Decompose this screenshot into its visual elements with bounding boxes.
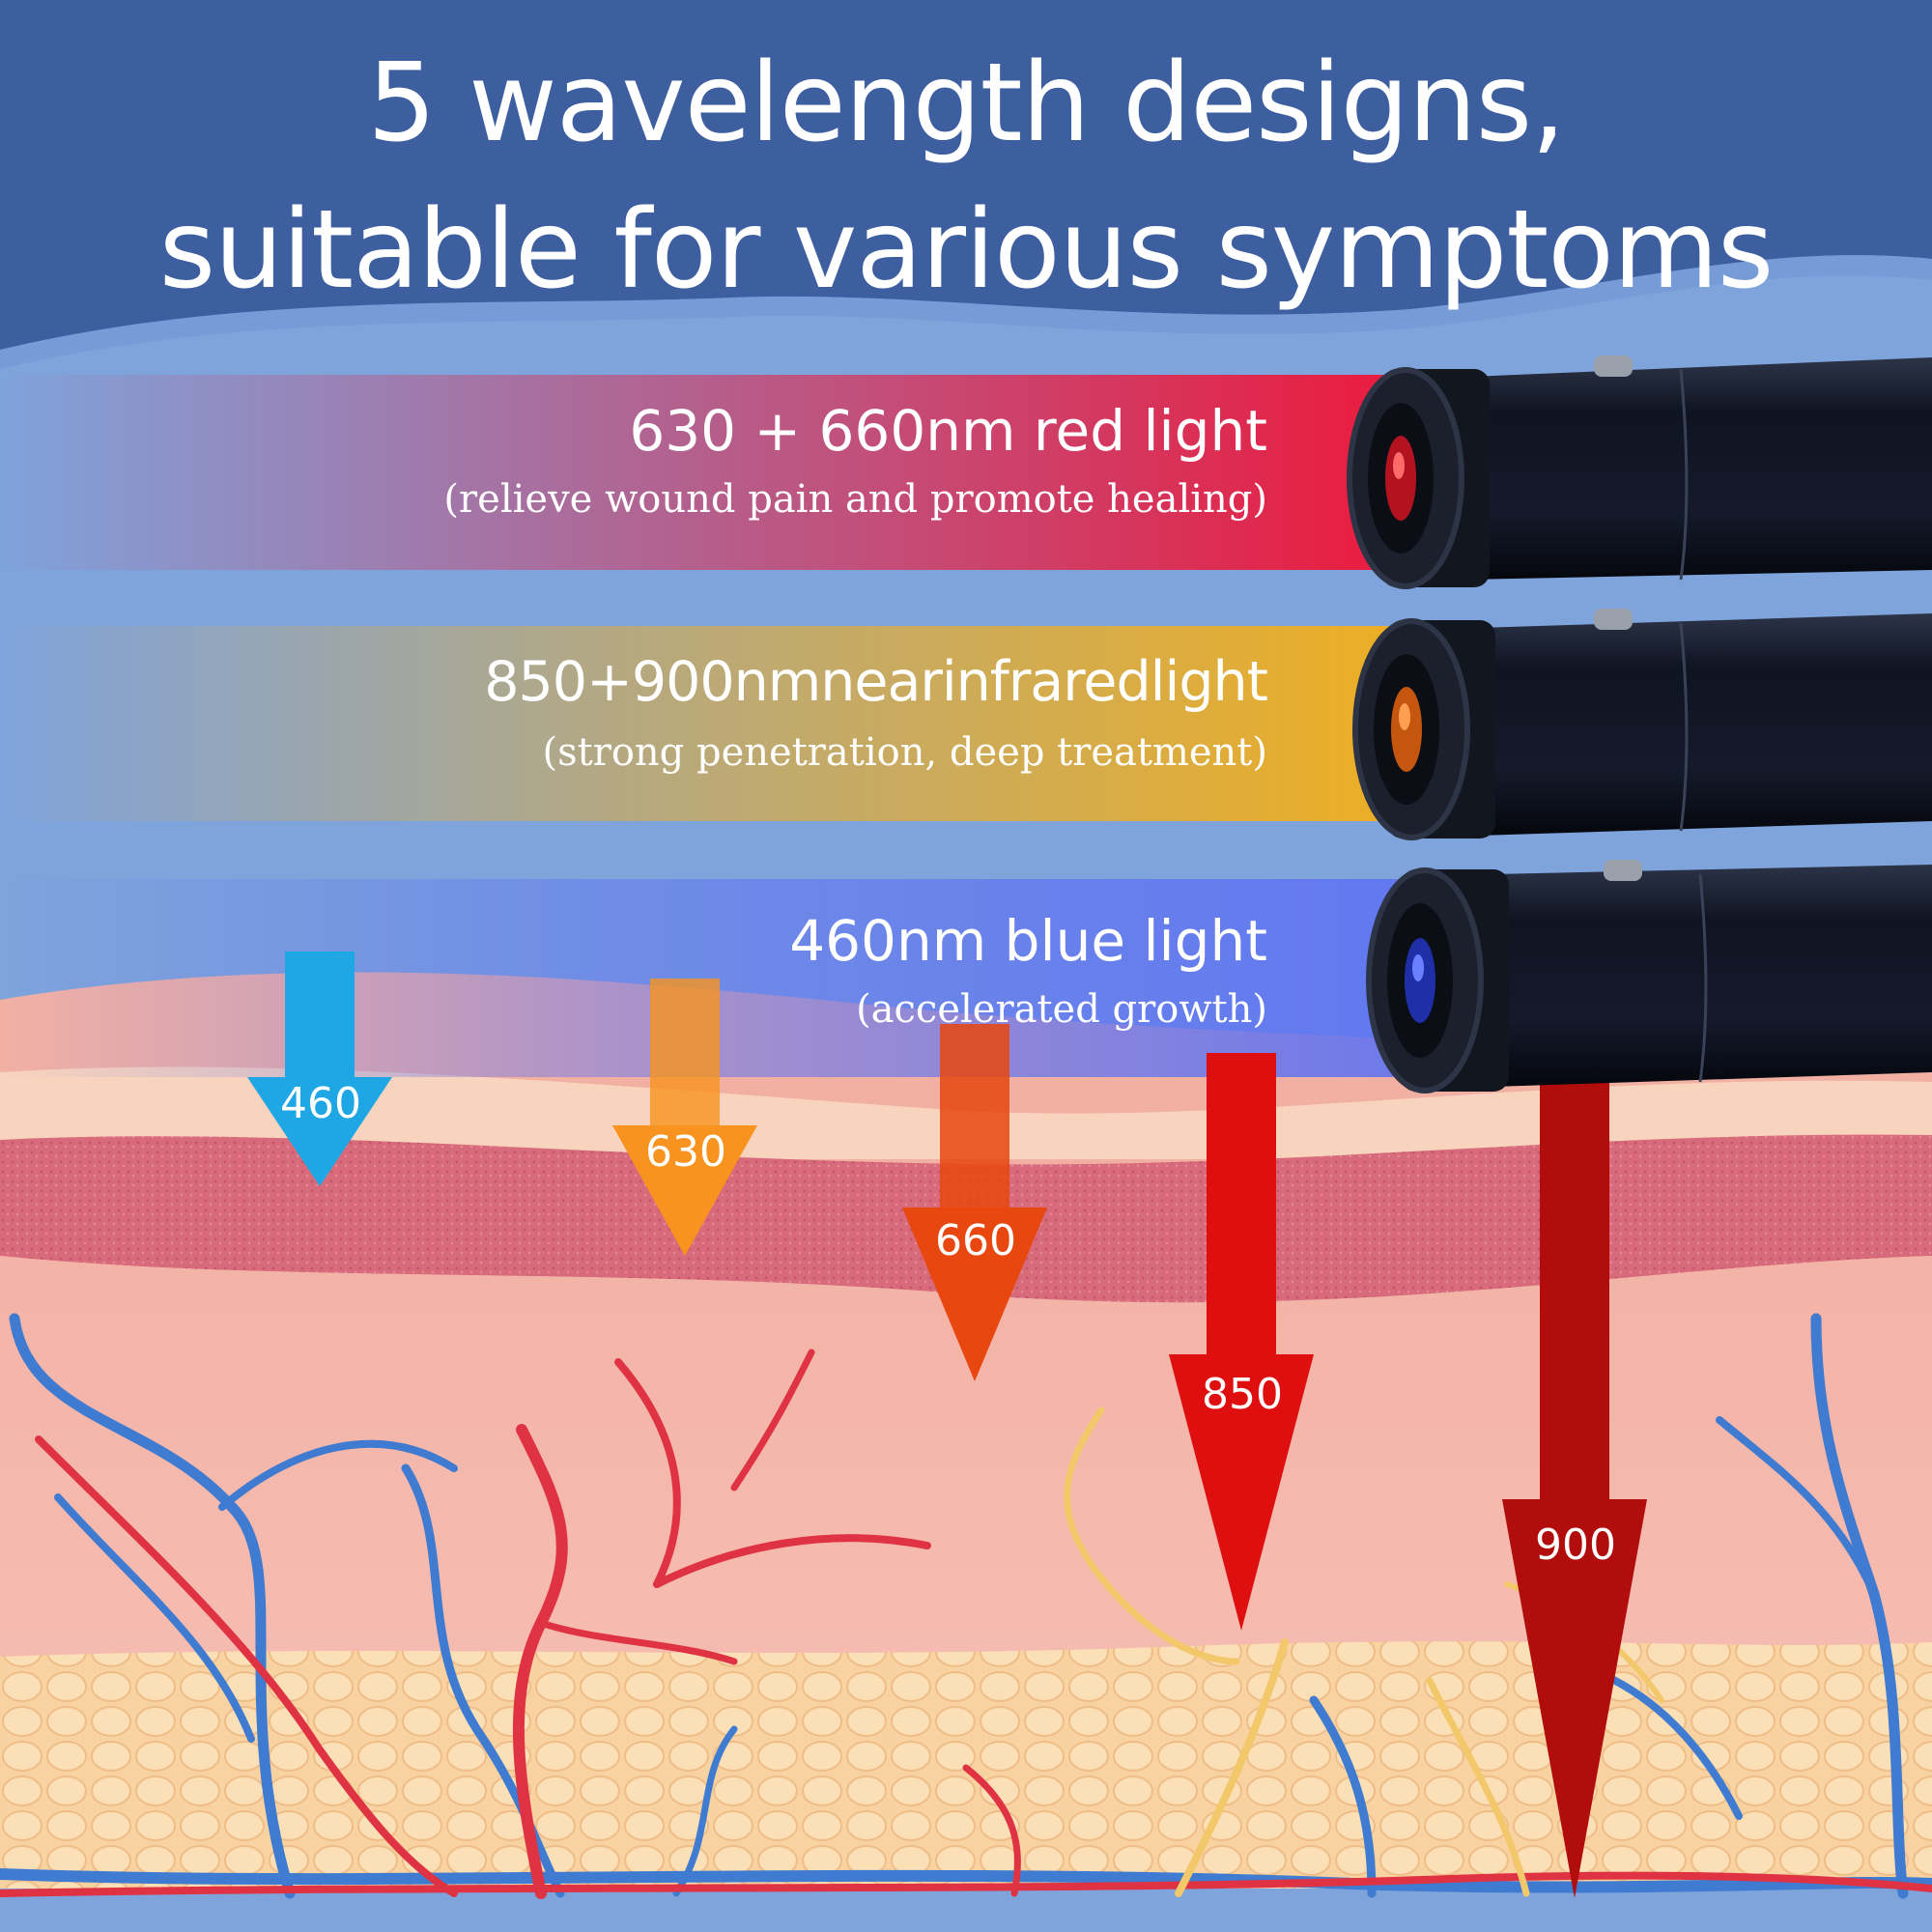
band-red-name: 630 + 660nm red light — [629, 398, 1267, 464]
arteries — [0, 1349, 1932, 1899]
device-red-light — [1347, 355, 1932, 589]
arrow-label-460: 460 — [280, 1079, 361, 1128]
device-nir-light — [1352, 609, 1932, 840]
arrow-660 — [902, 1024, 1047, 1381]
band-red — [0, 375, 1391, 570]
headline-line-2: suitable for various symptoms — [158, 187, 1775, 313]
band-nir-name: 850+900nmnearinfraredlight — [484, 650, 1268, 714]
skin-bottom-band — [0, 1889, 1932, 1932]
arrow-label-900: 900 — [1535, 1520, 1616, 1570]
header-wave-highlight — [0, 255, 1932, 369]
veins — [0, 1313, 1932, 1899]
arrow-900 — [1502, 1082, 1647, 1898]
band-nir — [0, 626, 1391, 821]
band-red-description: (relieve wound pain and promote healing) — [443, 477, 1267, 522]
arrow-label-660: 660 — [935, 1216, 1016, 1265]
arrow-630 — [612, 979, 757, 1256]
headline-line-1: 5 wavelength designs, — [367, 41, 1565, 166]
arrow-label-630: 630 — [645, 1127, 726, 1177]
arrow-label-850: 850 — [1202, 1370, 1283, 1419]
band-blue-description: (accelerated growth) — [856, 987, 1267, 1032]
device-blue-light — [1366, 860, 1932, 1094]
band-blue-name: 460nm blue light — [789, 908, 1267, 974]
band-nir-description: (strong penetration, deep treatment) — [542, 730, 1268, 775]
arrow-850 — [1169, 1053, 1314, 1631]
arrow-460 — [247, 952, 392, 1186]
header-wave — [0, 0, 1932, 350]
